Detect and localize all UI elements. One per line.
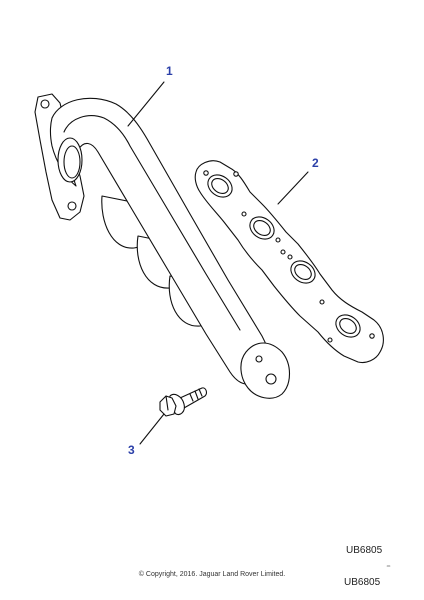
gasket-port-2-inner — [253, 220, 271, 236]
gasket-outline — [194, 160, 384, 364]
gasket-hole — [275, 237, 281, 243]
bolt-head-edge — [165, 395, 169, 411]
gasket-hole — [241, 211, 247, 217]
bolt-thread — [198, 388, 203, 397]
flange-bolt — [159, 387, 207, 417]
leader-line-3 — [139, 413, 165, 445]
gasket-port-3-inner — [294, 264, 312, 280]
bolt-thread — [194, 390, 199, 400]
callout-1: 1 — [166, 64, 173, 78]
gasket-hole — [280, 249, 286, 255]
gasket-hole — [203, 170, 209, 176]
end-flange-hole — [265, 373, 277, 385]
gasket-port-1-inner — [211, 178, 229, 194]
bolt-thread — [189, 393, 194, 402]
gasket-hole — [369, 333, 375, 339]
gasket-hole — [233, 171, 239, 177]
end-flange-hole-2 — [255, 355, 263, 363]
bolt-shank — [179, 387, 207, 409]
diagram-ref-upper: UB6805 — [346, 545, 383, 556]
gasket-hole — [327, 337, 333, 343]
flange-bolt-hole-top — [40, 99, 50, 109]
gasket-port-4-inner — [339, 318, 357, 334]
leader-line-1 — [127, 81, 165, 127]
bolt-head — [159, 395, 177, 417]
manifold-gasket — [194, 160, 384, 364]
manifold-outlet-opening — [57, 137, 83, 183]
copyright-notice: © Copyright, 2016. Jaguar Land Rover Lim… — [138, 571, 286, 578]
manifold-main-pipe — [49, 97, 269, 385]
manifold-end-flange — [240, 342, 291, 399]
exhaust-manifold — [34, 93, 291, 399]
flange-bolt-hole-bottom — [67, 201, 77, 211]
diagram-ref-lower: UB6805 — [344, 577, 381, 588]
callout-3: 3 — [128, 443, 135, 457]
callout-2: 2 — [312, 156, 319, 170]
leader-line-2 — [277, 171, 309, 205]
gasket-hole — [319, 299, 325, 305]
gasket-hole — [287, 254, 293, 260]
manifold-pipe-contour — [63, 115, 241, 331]
manifold-outlet-inner — [63, 145, 81, 179]
